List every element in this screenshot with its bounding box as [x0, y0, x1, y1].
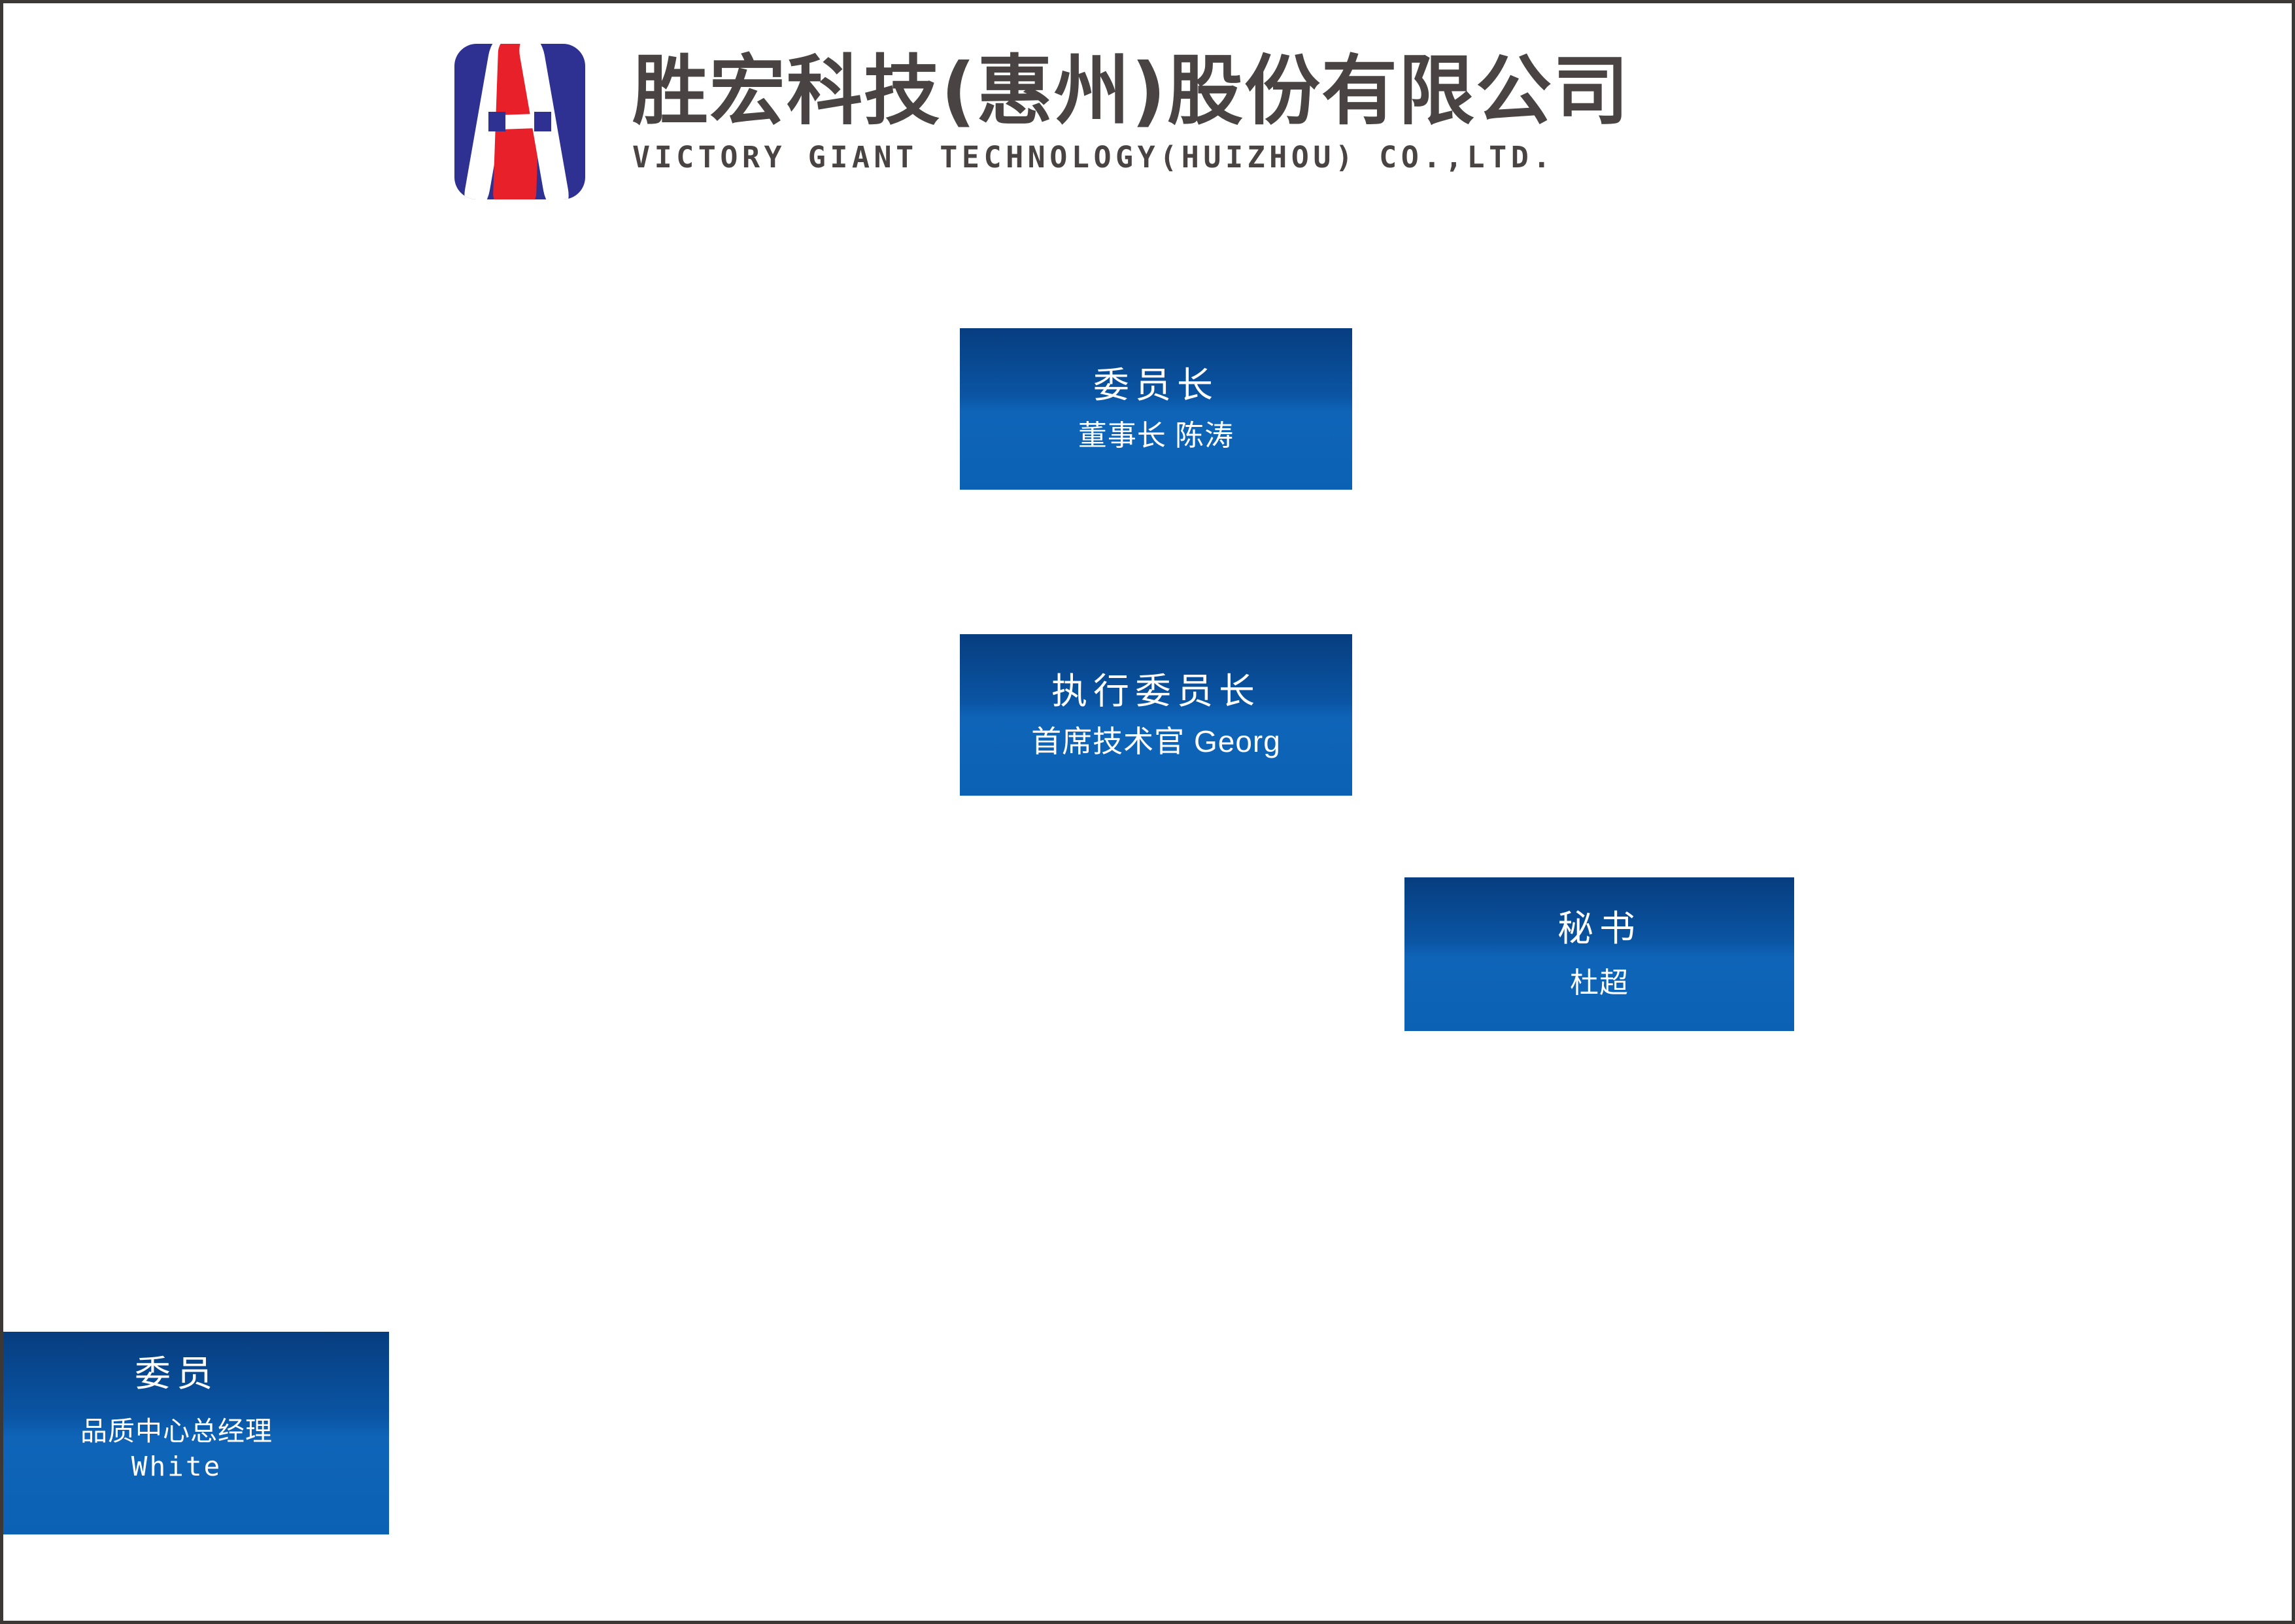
company-header: 胜宏科技(惠州)股份有限公司 VICTORY GIANT TECHNOLOGY(…	[454, 44, 1630, 199]
org-node-title: 执行委员长	[1051, 670, 1261, 711]
org-node-executive-chairman[interactable]: 执行委员长 首席技术官 Georg	[960, 634, 1352, 796]
org-node-person-name: White	[131, 1450, 222, 1482]
org-node-secretary[interactable]: 秘书 杜超	[1404, 877, 1794, 1031]
org-node-subtitle: 首席技术官 Georg	[1031, 724, 1281, 758]
company-name-block: 胜宏科技(惠州)股份有限公司 VICTORY GIANT TECHNOLOGY(…	[632, 44, 1630, 175]
org-node-title: 委员长	[1093, 365, 1219, 406]
org-node-subtitle: 杜超	[1570, 966, 1629, 999]
org-node-title: 秘书	[1557, 908, 1641, 949]
org-node-chairman[interactable]: 委员长 董事长 陈涛	[960, 328, 1352, 490]
org-node-member-6[interactable]: 委员 品质中心总经理 White	[3, 1332, 350, 1534]
org-node-subtitle: 董事长 陈涛	[1078, 419, 1234, 452]
company-name-en: VICTORY GIANT TECHNOLOGY(HUIZHOU) CO.,LT…	[632, 140, 1555, 175]
company-logo-icon	[454, 44, 585, 199]
org-node-role: 品质中心总经理	[80, 1415, 273, 1446]
org-node-title: 委员	[134, 1353, 218, 1394]
company-name-cn: 胜宏科技(惠州)股份有限公司	[632, 47, 1631, 135]
